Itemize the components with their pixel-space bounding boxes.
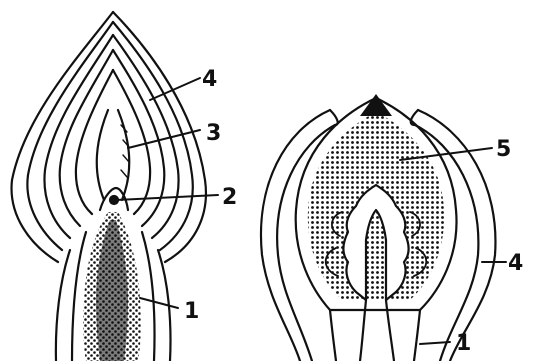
label-right-4: 4	[508, 251, 523, 276]
leader-left-3	[128, 130, 200, 148]
right-stem-outer-r	[414, 310, 420, 361]
right-bud	[261, 94, 495, 361]
label-left-1: 1	[184, 299, 199, 324]
leader-left-2	[116, 195, 218, 200]
label-right-5: 5	[496, 137, 511, 162]
label-left-4: 4	[202, 67, 217, 92]
left-leaf-outer-2	[12, 12, 113, 262]
left-stem-outer-l	[56, 250, 70, 361]
label-left-2: 2	[222, 185, 237, 210]
right-stem-outer-l	[330, 310, 336, 361]
label-left-3: 3	[206, 121, 221, 146]
left-primordium-3b	[97, 110, 108, 200]
left-stem-inner-r	[142, 232, 155, 361]
right-scale-tip-l	[330, 110, 338, 125]
leader-left-1	[140, 298, 178, 308]
left-leaf-mid-2	[44, 35, 113, 238]
label-right-1: 1	[456, 331, 471, 356]
left-leaf-inner-2	[76, 70, 113, 214]
left-leaf-inner-1	[113, 70, 150, 214]
